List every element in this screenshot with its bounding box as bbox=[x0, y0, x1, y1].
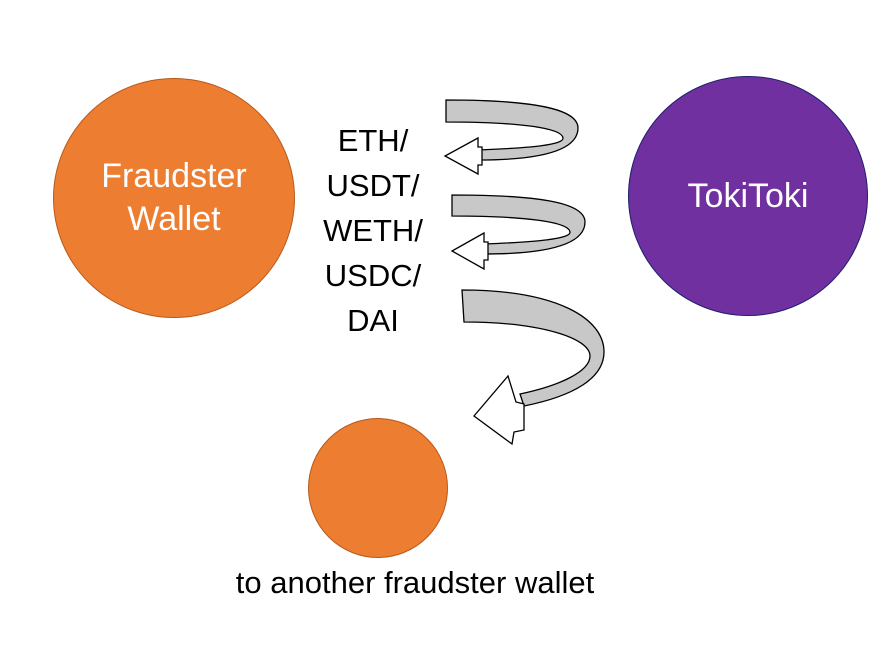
curved-arrow-3 bbox=[461, 289, 605, 446]
curved-arrow-2 bbox=[450, 194, 586, 271]
curved-arrow-1-head bbox=[443, 136, 483, 176]
curved-arrow-3-band bbox=[461, 289, 605, 407]
token-dai: DAI bbox=[347, 303, 399, 338]
fraudster-wallet-node: Fraudster Wallet bbox=[53, 78, 295, 318]
token-eth: ETH/ bbox=[337, 123, 409, 158]
token-weth: WETH/ bbox=[323, 213, 423, 248]
caption-text: to another fraudster wallet bbox=[235, 565, 595, 600]
curved-arrow-2-head bbox=[450, 231, 489, 271]
fraudster-wallet-label: Fraudster Wallet bbox=[101, 157, 247, 238]
curved-arrow-1 bbox=[443, 99, 579, 176]
tokitoki-node: TokiToki bbox=[628, 76, 868, 316]
token-usdt: USDT/ bbox=[326, 168, 420, 203]
tokitoki-label: TokiToki bbox=[687, 176, 809, 215]
curved-arrow-3-head bbox=[473, 374, 525, 446]
token-list: ETH/ USDT/ WETH/ USDC/ DAI bbox=[318, 118, 428, 343]
another-fraudster-wallet-node bbox=[308, 418, 448, 558]
token-usdc: USDC/ bbox=[324, 258, 422, 293]
